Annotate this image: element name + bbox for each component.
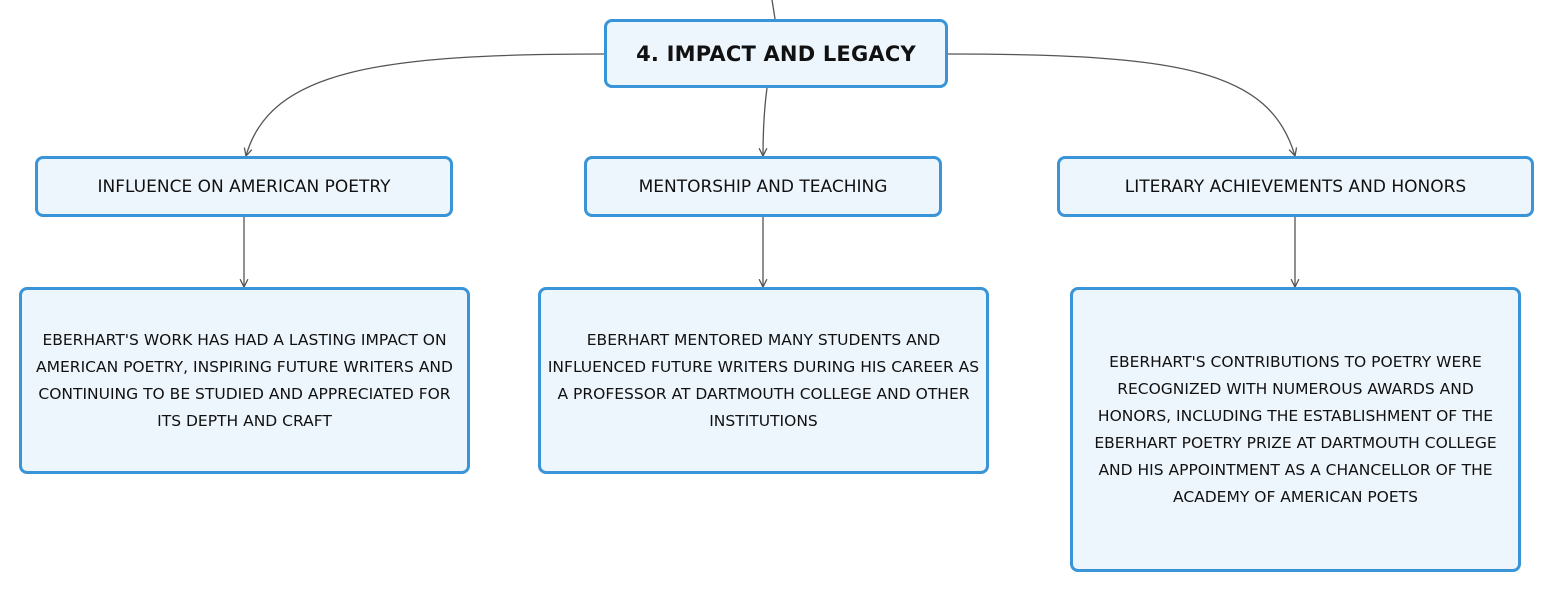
detail-node-mentorship[interactable]: EBERHART MENTORED MANY STUDENTS AND INFL…: [538, 287, 989, 474]
root-node-label: 4. IMPACT AND LEGACY: [636, 41, 916, 66]
detail-node-achievements[interactable]: EBERHART'S CONTRIBUTIONS TO POETRY WERE …: [1070, 287, 1521, 572]
branch-node-mentorship[interactable]: MENTORSHIP AND TEACHING: [584, 156, 942, 217]
connector-root-to-branch-3: [947, 53, 1295, 156]
root-node-impact-and-legacy[interactable]: 4. IMPACT AND LEGACY: [604, 19, 948, 88]
branch-node-influence[interactable]: INFLUENCE ON AMERICAN POETRY: [35, 156, 453, 217]
detail-node-influence[interactable]: EBERHART'S WORK HAS HAD A LASTING IMPACT…: [19, 287, 470, 474]
connector-root-to-branch-1: [246, 53, 605, 156]
branch-node-label: LITERARY ACHIEVEMENTS AND HONORS: [1124, 176, 1467, 197]
detail-node-text: EBERHART'S WORK HAS HAD A LASTING IMPACT…: [36, 330, 453, 430]
detail-node-text: EBERHART'S CONTRIBUTIONS TO POETRY WERE …: [1094, 352, 1497, 506]
connector-root-to-branch-2: [763, 87, 768, 156]
connector-parent-to-root: [771, 0, 776, 20]
branch-node-achievements[interactable]: LITERARY ACHIEVEMENTS AND HONORS: [1057, 156, 1534, 217]
branch-node-label: MENTORSHIP AND TEACHING: [638, 176, 888, 197]
detail-node-text: EBERHART MENTORED MANY STUDENTS AND INFL…: [547, 330, 980, 430]
branch-node-label: INFLUENCE ON AMERICAN POETRY: [97, 176, 391, 197]
